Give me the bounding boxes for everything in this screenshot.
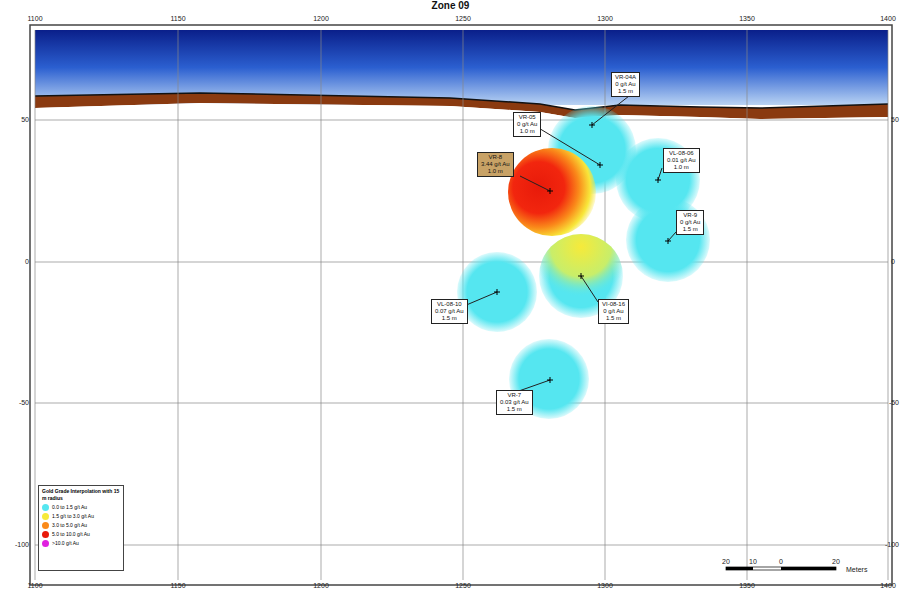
axis-label: -50 [889, 399, 899, 406]
legend-swatch [42, 504, 49, 511]
callout-text: 1.5 m [615, 88, 636, 95]
legend-swatch [42, 540, 49, 547]
axis-label: 1100 [27, 582, 42, 589]
axis-label: -100 [15, 541, 29, 548]
grade-shells [457, 106, 710, 419]
leader-lines [464, 96, 676, 392]
intercept-marks [494, 122, 671, 383]
callout-text: VL-08-10 [435, 301, 464, 308]
legend-row: 3.0 to 5.0 g/t Au [42, 522, 120, 529]
legend-row: 1.5 g/t to 3.0 g/t Au [42, 513, 120, 520]
axis-label: 50 [21, 116, 29, 123]
axis-label: 1200 [313, 582, 329, 589]
axis-label: 1300 [597, 582, 613, 589]
scale-bar [726, 567, 836, 570]
callout-text: 0.01 g/t Au [667, 157, 696, 164]
axis-label: 0 [891, 258, 895, 265]
legend-text: 0.0 to 1.5 g/t Au [52, 504, 87, 511]
callout-text: 1.0 m [517, 128, 537, 135]
legend-text: 3.0 to 5.0 g/t Au [52, 522, 87, 529]
axis-label: -100 [885, 541, 899, 548]
callout-text: VI-08-16 [602, 301, 625, 308]
axis-label: 1300 [597, 15, 613, 22]
drillhole-callout: VI-08-160 g/t Au1.5 m [598, 299, 629, 324]
map-title: Zone 09 [0, 0, 901, 11]
legend-swatch [42, 513, 49, 520]
axis-label: 1400 [880, 15, 896, 22]
axis-label: 1350 [739, 15, 755, 22]
callout-text: 0 g/t Au [680, 219, 700, 226]
legend-box: Gold Grade Interpolation with 15 m radiu… [38, 485, 124, 571]
callout-text: VR-7 [500, 392, 529, 399]
legend-row: 5.0 to 10.0 g/t Au [42, 531, 120, 538]
legend-row: 0.0 to 1.5 g/t Au [42, 504, 120, 511]
drillhole-callout: VR-83.44 g/t Au1.0 m [477, 152, 514, 177]
drillhole-callout: VR-90 g/t Au1.5 m [676, 210, 704, 235]
callout-text: 0.07 g/t Au [435, 308, 464, 315]
axis-label: 1150 [170, 15, 185, 22]
axis-label: 1400 [880, 582, 896, 589]
drillhole-callout: VR-050 g/t Au1.0 m [513, 112, 541, 137]
callout-text: 1.5 m [680, 226, 700, 233]
callout-text: VL-08-06 [667, 150, 696, 157]
axis-label: 1350 [739, 582, 755, 589]
legend-row: >10.0 g/t Au [42, 540, 120, 547]
axis-label: -50 [19, 399, 29, 406]
callout-text: VR-04A [615, 74, 636, 81]
axis-label: 0 [779, 558, 783, 565]
axis-label: 1100 [27, 15, 42, 22]
axis-label: 1150 [170, 582, 185, 589]
callout-text: 1.0 m [481, 168, 510, 175]
axis-label: 10 [749, 558, 757, 565]
axis-label: 20 [832, 558, 840, 565]
drillhole-callout: VL-08-100.07 g/t Au1.5 m [431, 299, 468, 324]
callout-text: 0 g/t Au [602, 308, 625, 315]
legend-swatch [42, 522, 49, 529]
axis-label: 20 [722, 558, 730, 565]
callout-text: VR-9 [680, 212, 700, 219]
drillhole-callout: VR-04A0 g/t Au1.5 m [611, 72, 640, 97]
axis-label: 1250 [455, 582, 471, 589]
callout-text: 0 g/t Au [615, 81, 636, 88]
axis-label: 50 [891, 116, 899, 123]
callout-text: 1.0 m [667, 164, 696, 171]
axis-label: Meters [846, 566, 867, 573]
legend-text: 5.0 to 10.0 g/t Au [52, 531, 90, 538]
callout-text: 0 g/t Au [517, 121, 537, 128]
callout-text: 3.44 g/t Au [481, 161, 510, 168]
drillhole-callout: VL-08-060.01 g/t Au1.0 m [663, 148, 700, 173]
callout-text: VR-05 [517, 114, 537, 121]
callout-text: 0.03 g/t Au [500, 399, 529, 406]
axis-label: 0 [25, 258, 29, 265]
legend-text: >10.0 g/t Au [52, 540, 79, 547]
callout-text: 1.5 m [500, 406, 529, 413]
callout-text: 1.5 m [602, 315, 625, 322]
legend-title: Gold Grade Interpolation with 15 m radiu… [42, 488, 120, 502]
axis-label: 1250 [455, 15, 471, 22]
axis-label: 1200 [313, 15, 329, 22]
callout-text: 1.5 m [435, 315, 464, 322]
drillhole-callout: VR-70.03 g/t Au1.5 m [496, 390, 533, 415]
legend-swatch [42, 531, 49, 538]
callout-text: VR-8 [481, 154, 510, 161]
legend-text: 1.5 g/t to 3.0 g/t Au [52, 513, 94, 520]
